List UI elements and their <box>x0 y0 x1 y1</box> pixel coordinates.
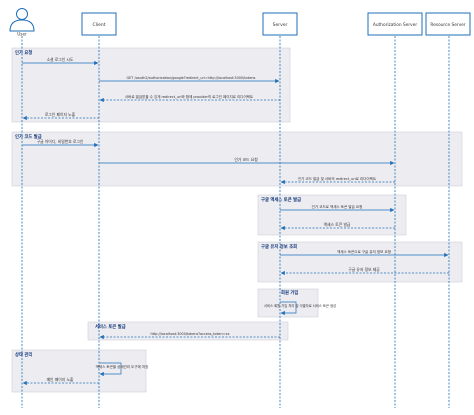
group-google-user-info <box>257 241 463 283</box>
user-icon <box>9 8 35 32</box>
participant-client-label: Client <box>92 22 105 28</box>
group-label-g5: 회원 가입 <box>281 289 298 296</box>
group-state-management <box>11 349 147 393</box>
message-m1: 소셜 로그인 시도 <box>47 57 74 62</box>
participant-client: Client <box>81 12 117 36</box>
arrow-m12 <box>280 301 297 316</box>
message-m11: 구글 유저 정보 제공 <box>348 267 380 272</box>
message-m5: 구글 아이디, 비밀번호 로그인 <box>37 139 84 144</box>
message-m9: 액세스 토큰 발급 <box>324 222 351 227</box>
group-label-g3: 구글 액세스 토큰 발급 <box>261 196 301 203</box>
participant-resource-server: Resource Server <box>425 12 471 36</box>
participant-authorization-server: Authorization Server <box>367 12 423 36</box>
group-signup <box>257 288 319 318</box>
message-m15: 메인 페이지 노출 <box>47 377 74 382</box>
message-m2: GET /oauth2/authorization/google?redirec… <box>127 76 256 80</box>
group-label-g1: 인가 요청 <box>15 49 32 56</box>
participant-server-label: Server <box>273 22 288 28</box>
message-m8: 인가 코드로 액세스 토큰 발급 요청 <box>312 204 363 209</box>
group-boxes <box>11 47 463 393</box>
message-m10: 액세스 토큰으로 구글 유저 정보 요청 <box>337 249 391 254</box>
group-label-g6: 서비스 토큰 발급 <box>95 323 126 330</box>
arrow-m14 <box>99 362 122 377</box>
group-authorization-code <box>11 131 463 187</box>
group-label-g7: 상태 관리 <box>15 351 32 358</box>
participant-user-label: User <box>17 32 27 37</box>
participant-authorization-server-label: Authorization Server <box>373 22 417 28</box>
message-m12: 서비스 회원 가입 처리 및 식별자로 서비스 토큰 생성 <box>264 303 336 308</box>
message-m7: 인가 코드 발급 및 서버의 redirect_uri로 리다이렉트 <box>298 176 377 181</box>
group-label-g2: 인가 코드 발급 <box>15 133 42 140</box>
participant-server: Server <box>262 12 298 36</box>
participant-resource-server-label: Resource Server <box>430 22 465 28</box>
message-m3: 서버로 발급받을 수 있게 redirect_uri와 함께 provider의… <box>125 94 254 99</box>
message-m14: 액세스 토큰을 상태관리 도구에 저장 <box>96 364 150 369</box>
group-authorization-request <box>11 47 291 123</box>
message-m4: 로그인 페이지 노출 <box>45 112 76 117</box>
participant-user: User <box>9 8 35 37</box>
message-m6: 인가 코드 요청 <box>234 157 258 162</box>
message-m13: http://localhost:3000/tokens?access_toke… <box>150 332 229 336</box>
group-label-g4: 구글 유저 정보 조회 <box>261 243 297 250</box>
group-service-token <box>87 321 289 341</box>
